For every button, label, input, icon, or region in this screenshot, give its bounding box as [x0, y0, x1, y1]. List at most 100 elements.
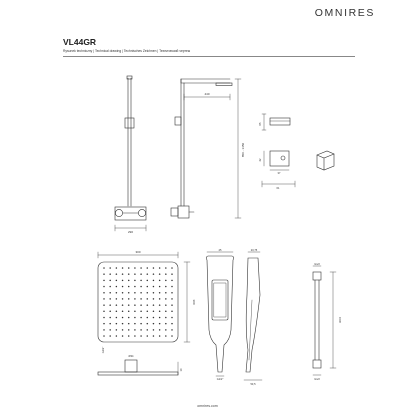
nozzle-dot — [103, 310, 105, 313]
nozzle-dot — [158, 322, 161, 325]
nozzle-dot — [103, 279, 105, 282]
nozzle-dot — [127, 285, 130, 288]
label-holder-height: 65 — [258, 122, 262, 125]
nozzle-dot — [152, 279, 155, 282]
nozzle-dot — [103, 304, 105, 306]
nozzle-dot — [103, 273, 105, 275]
holder-front-view — [269, 150, 290, 167]
nozzle-dot — [165, 285, 167, 288]
label-head-offset: 10 — [179, 368, 183, 371]
head-nozzle-grid — [103, 267, 173, 337]
nozzle-dot — [109, 267, 111, 269]
nozzle-dot — [127, 273, 130, 275]
nozzle-dot — [134, 316, 136, 319]
nozzle-dot — [165, 322, 167, 325]
nozzle-dot — [152, 335, 155, 337]
nozzle-dot — [103, 298, 105, 300]
nozzle-dot — [140, 310, 142, 313]
nozzle-dot — [109, 322, 111, 325]
nozzle-dot — [152, 329, 155, 331]
nozzle-dot — [115, 329, 118, 331]
nozzle-dot — [121, 329, 124, 331]
nozzle-dot — [158, 273, 161, 275]
nozzle-dot — [134, 310, 136, 313]
nozzle-dot — [121, 335, 124, 337]
nozzle-dot — [146, 304, 149, 306]
holder-top-view — [269, 117, 291, 126]
nozzle-dot — [171, 304, 173, 306]
nozzle-dot — [171, 298, 173, 300]
nozzle-dot — [103, 316, 105, 319]
nozzle-dot — [158, 291, 161, 294]
mixer-side — [177, 205, 190, 219]
nozzle-dot — [171, 273, 173, 275]
handset-face-inner — [213, 282, 227, 318]
nozzle-dot — [158, 310, 161, 313]
nozzle-dot — [103, 285, 105, 288]
nozzle-dot — [109, 304, 111, 306]
nozzle-dot — [165, 273, 167, 275]
nozzle-dot — [140, 285, 142, 288]
nozzle-dot — [152, 316, 155, 319]
nozzle-dot — [103, 335, 105, 337]
nozzle-dot — [134, 322, 136, 325]
column-top-cap — [126, 75, 133, 80]
mixer-side-knob — [170, 207, 179, 217]
nozzle-dot — [121, 285, 124, 288]
nozzle-dot — [127, 335, 130, 337]
nozzle-dot — [152, 291, 155, 294]
nozzle-dot — [146, 273, 149, 275]
nozzle-dot — [140, 291, 142, 294]
head-outline — [97, 261, 179, 343]
nozzle-dot — [121, 322, 124, 325]
nozzle-dot — [134, 304, 136, 306]
nozzle-dot — [171, 285, 173, 288]
brand-logo: OMNIRES — [314, 7, 375, 19]
nozzle-dot — [171, 329, 173, 331]
label-arm-length: 440 — [204, 92, 209, 96]
nozzle-dot — [127, 322, 130, 325]
nozzle-dot — [140, 329, 142, 331]
nozzle-dot — [146, 329, 149, 331]
mixer-body — [114, 206, 147, 221]
nozzle-dot — [134, 285, 136, 288]
nozzle-dot — [121, 298, 124, 300]
label-hose-length: 1500 — [338, 317, 342, 323]
nozzle-dot — [140, 267, 142, 269]
nozzle-dot — [134, 273, 136, 275]
header-divider — [63, 56, 355, 57]
label-hose-top: G1/2 — [314, 262, 320, 266]
nozzle-dot — [140, 279, 142, 282]
handset-side-outline — [245, 257, 261, 373]
nozzle-dot — [134, 279, 136, 282]
nozzle-dot — [121, 291, 124, 294]
holder-iso-view — [316, 150, 335, 171]
nozzle-dot — [158, 298, 161, 300]
shower-column-side-view — [170, 78, 242, 219]
hose-bottom-nut — [312, 359, 322, 369]
handset-side-grip — [248, 299, 253, 361]
model-code: VL44GR — [63, 37, 97, 47]
drawing-subtitle: Rysunek techniczny | Technical drawing |… — [63, 49, 191, 53]
nozzle-dot — [115, 316, 118, 319]
nozzle-dot — [158, 329, 161, 331]
shower-head-top-view — [97, 251, 191, 376]
side-slider-holder — [174, 116, 182, 126]
nozzle-dot — [115, 304, 118, 306]
hose-top-nut — [312, 271, 322, 281]
nozzle-dot — [109, 298, 111, 300]
nozzle-dot — [152, 304, 155, 306]
label-handset-thread: G1/2" — [217, 377, 224, 381]
nozzle-dot — [103, 291, 105, 294]
nozzle-dot — [115, 298, 118, 300]
nozzle-dot — [171, 279, 173, 282]
handset-outline — [205, 255, 235, 373]
nozzle-dot — [165, 335, 167, 337]
nozzle-dot — [115, 285, 118, 288]
head-profile — [215, 82, 233, 86]
nozzle-dot — [152, 267, 155, 269]
label-head-width: 300 — [135, 250, 140, 254]
holder-iso-edges — [316, 153, 335, 171]
nozzle-dot — [146, 291, 149, 294]
nozzle-dot — [152, 310, 155, 313]
